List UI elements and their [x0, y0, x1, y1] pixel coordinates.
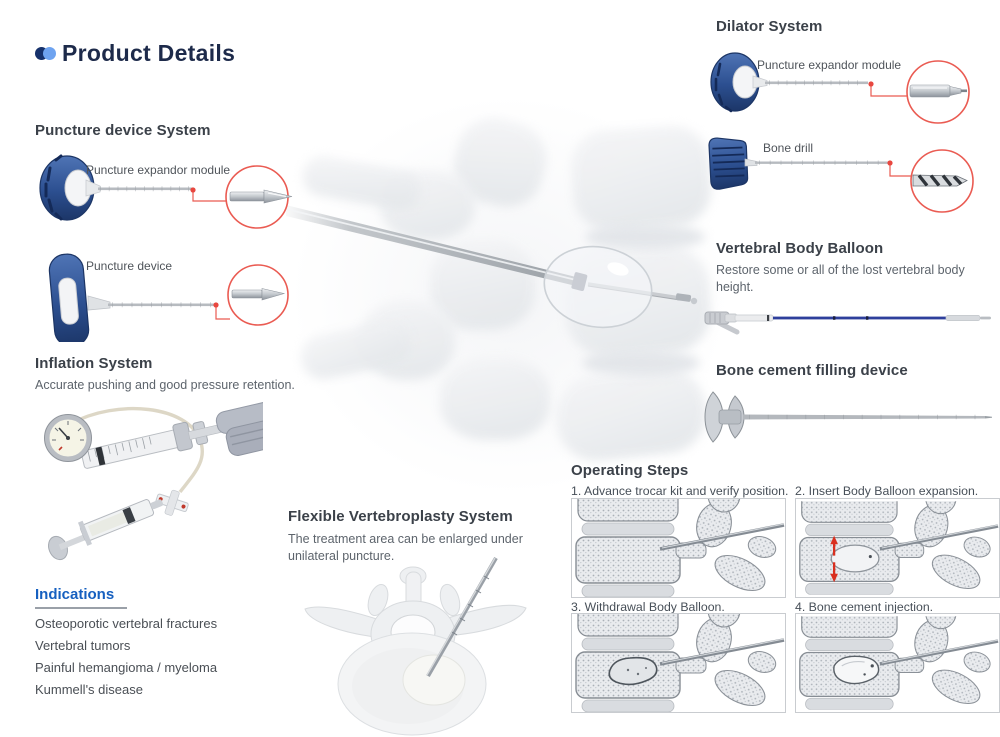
step-2-image — [795, 498, 1000, 598]
title-dot-light-icon — [43, 47, 56, 60]
indication-item: Vertebral tumors — [35, 638, 131, 653]
inflation-system-image — [44, 401, 263, 561]
puncture-expandor-module-image — [39, 154, 293, 229]
step-2-label: 2. Insert Body Balloon expansion. — [795, 484, 979, 498]
dilator-expandor-module-image — [710, 52, 970, 124]
step-1-image — [571, 498, 786, 598]
bone-drill-image — [708, 137, 974, 213]
puncture-device-system-heading: Puncture device System — [35, 122, 211, 139]
operating-steps-heading: Operating Steps — [571, 462, 689, 479]
balloon-catheter-hero-image — [285, 205, 698, 329]
puncture-device-image — [48, 253, 289, 342]
step-3-label: 3. Withdrawal Body Balloon. — [571, 600, 725, 614]
inflation-system-description: Accurate pushing and good pressure reten… — [35, 378, 295, 392]
bone-cement-filling-device-image — [704, 391, 992, 443]
step-3-image — [571, 613, 786, 713]
indications-heading: Indications — [35, 586, 115, 603]
indication-item: Painful hemangioma / myeloma — [35, 660, 218, 675]
vertebral-body-balloon-description: Restore some or all of the lost vertebra… — [716, 263, 965, 294]
dilator-system-heading: Dilator System — [716, 18, 823, 35]
indications-list: Osteoporotic vertebral fractures Vertebr… — [35, 613, 217, 701]
bone-drill-label: Bone drill — [763, 141, 814, 155]
page-title: Product Details — [62, 40, 236, 66]
disc-shape — [582, 350, 700, 376]
indication-item: Kummell's disease — [35, 682, 143, 697]
posterior-element-shape — [440, 358, 550, 440]
disc-shape — [585, 224, 705, 250]
vertebra-axial-image — [304, 557, 527, 736]
puncture-expandor-module-label: Puncture expandor module — [86, 163, 231, 177]
flexible-vertebroplasty-heading: Flexible Vertebroplasty System — [288, 508, 513, 525]
indications-underline — [35, 607, 127, 609]
step-1-label: 1. Advance trocar kit and verify positio… — [571, 484, 789, 498]
indication-item: Osteoporotic vertebral fractures — [35, 616, 218, 631]
bone-cement-filling-device-heading: Bone cement filling device — [716, 362, 908, 379]
puncture-device-label: Puncture device — [86, 259, 173, 273]
step-4-label: 4. Bone cement injection. — [795, 600, 934, 614]
vertebral-body-balloon-heading: Vertebral Body Balloon — [716, 240, 884, 257]
inflation-system-heading: Inflation System — [35, 355, 153, 372]
step-4-image — [795, 613, 1000, 713]
dilator-expandor-module-label: Puncture expandor module — [757, 58, 902, 72]
vertebral-body-balloon-image — [704, 311, 991, 335]
flexible-vertebroplasty-description: The treatment area can be enlarged under… — [288, 532, 523, 563]
